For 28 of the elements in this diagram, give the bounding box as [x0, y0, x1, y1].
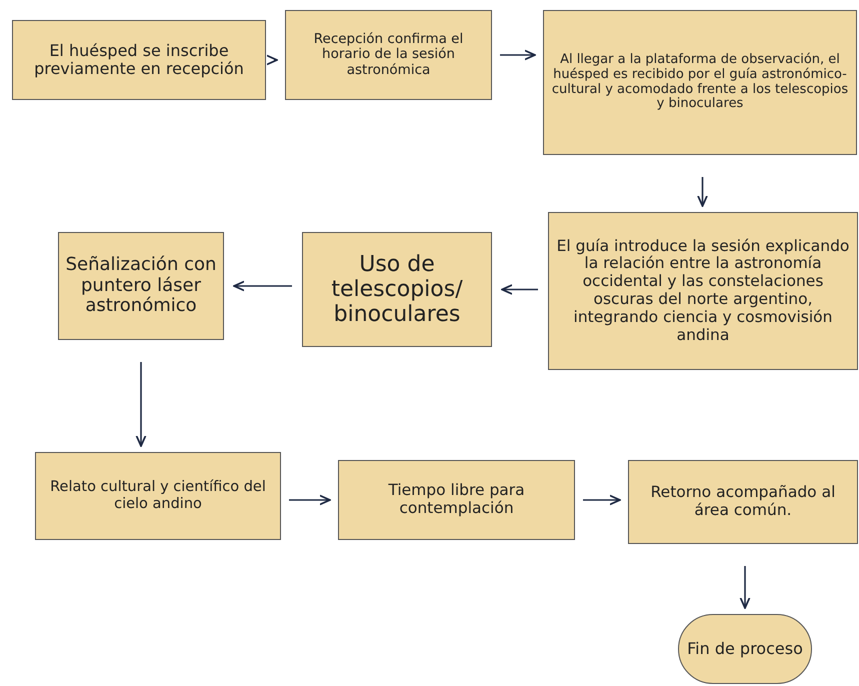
process-box — [58, 232, 224, 340]
arrow — [583, 494, 621, 506]
arrow — [266, 54, 278, 66]
arrow — [136, 362, 146, 447]
process-box — [338, 460, 575, 540]
arrow — [500, 50, 536, 60]
node-text: Recepción confirma el horario de la sesión astronómica — [312, 32, 464, 78]
process-box — [548, 212, 858, 370]
node-text: Al llegar a la plataforma de observación, el huésped es recibido por el guía astronómico-cultural y acomodado frente a los telescopios y binoculares — [550, 52, 850, 112]
process-box — [628, 460, 858, 544]
arrow — [233, 280, 292, 292]
node-text: Fin de proceso — [687, 640, 803, 658]
node-text: Relato cultural y científico del cielo andino — [49, 479, 267, 513]
node-text: Retorno acompañado al área común. — [650, 484, 836, 520]
arrow — [740, 566, 750, 609]
node-text: Señalización con puntero láser astronómico — [65, 254, 217, 318]
node-text: Uso de telescopios/ binoculares — [330, 252, 464, 328]
node-text: El guía introduce la sesión explicando la relación entre la astronomía occidental y las constelaciones oscuras del norte argentino, integrando ciencia y cosmovisión andina — [556, 238, 850, 344]
process-box — [302, 232, 492, 347]
node-text: El huésped se inscribe previamente en recepción — [33, 42, 245, 78]
process-box — [35, 452, 281, 540]
node-text: Tiempo libre para contemplación — [387, 482, 526, 518]
arrow — [289, 494, 331, 506]
process-box — [285, 10, 492, 100]
arrow — [501, 284, 538, 295]
arrow — [697, 177, 708, 207]
process-box — [12, 20, 266, 100]
process-box — [543, 10, 857, 155]
